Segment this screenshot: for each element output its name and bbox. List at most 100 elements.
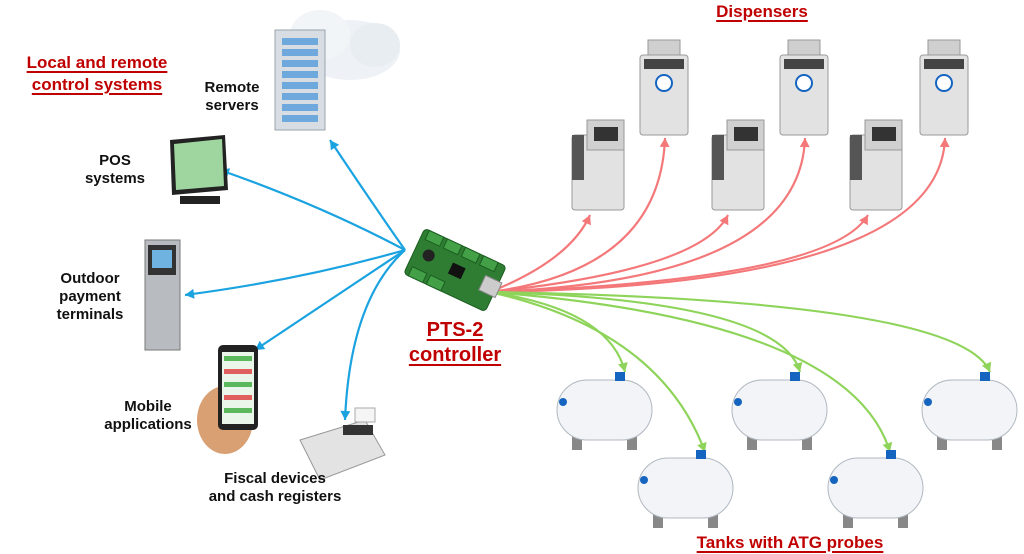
tank-body bbox=[556, 379, 653, 441]
tank-body bbox=[827, 457, 924, 519]
system-link bbox=[329, 139, 406, 251]
payment-kiosk-icon bbox=[144, 239, 181, 351]
terminal-block bbox=[407, 266, 428, 284]
arrowhead bbox=[340, 410, 351, 420]
label-line: and cash registers bbox=[208, 488, 342, 505]
register-display bbox=[343, 425, 373, 435]
link-line bbox=[489, 137, 947, 294]
terminal-block bbox=[442, 238, 463, 256]
dispenser-display bbox=[872, 127, 896, 141]
pts2-controller-board bbox=[404, 229, 506, 311]
tank-leg bbox=[747, 435, 757, 450]
terminal-block bbox=[425, 274, 446, 292]
nozzle-holder bbox=[850, 135, 862, 180]
arrowhead bbox=[792, 361, 803, 372]
arrowhead bbox=[939, 138, 950, 148]
link-line bbox=[489, 214, 592, 294]
label-line: Outdoor bbox=[60, 270, 120, 287]
terminal-block bbox=[478, 255, 499, 273]
link-line bbox=[489, 290, 992, 373]
dispenser-link bbox=[489, 137, 950, 294]
phone-screen bbox=[222, 352, 254, 424]
link-line bbox=[254, 249, 406, 351]
fuel-dispenser-icon bbox=[849, 119, 903, 211]
tank-valve bbox=[640, 476, 648, 484]
system-link bbox=[254, 249, 406, 351]
screen-row bbox=[224, 356, 252, 361]
nozzle-holder bbox=[712, 135, 724, 180]
tank-link bbox=[489, 290, 707, 453]
link-line bbox=[489, 137, 807, 294]
tank-leg bbox=[627, 435, 637, 450]
dispenser-top bbox=[647, 39, 681, 56]
tank-body bbox=[731, 379, 828, 441]
dispenser-display bbox=[784, 59, 824, 69]
heading-line: Local and remote bbox=[26, 53, 168, 72]
fuel-dispenser-icon bbox=[779, 39, 829, 136]
heading-line: control systems bbox=[31, 75, 163, 94]
tank-leg bbox=[572, 435, 582, 450]
link-line bbox=[489, 290, 892, 453]
smartphone-icon bbox=[197, 345, 258, 454]
server-bay bbox=[282, 38, 318, 45]
fuel-dispenser-icon bbox=[571, 119, 625, 211]
dispenser-display bbox=[644, 59, 684, 69]
arrowhead bbox=[255, 340, 266, 350]
label-line: systems bbox=[84, 170, 146, 187]
dispenser-link bbox=[489, 214, 592, 294]
arrowhead bbox=[882, 441, 893, 452]
cash-register-icon bbox=[299, 407, 386, 481]
link-line bbox=[184, 248, 406, 297]
receipt-paper bbox=[354, 407, 376, 423]
arrowhead bbox=[981, 361, 992, 372]
screen-row bbox=[224, 408, 252, 413]
heading-dispensers: Dispensers bbox=[716, 2, 808, 21]
arrowhead bbox=[659, 138, 670, 148]
screen-row bbox=[224, 369, 252, 374]
nozzle-holder bbox=[572, 135, 584, 180]
server-bay bbox=[282, 82, 318, 89]
tank-leg bbox=[937, 435, 947, 450]
label-line: terminals bbox=[56, 306, 124, 323]
tank-link bbox=[489, 290, 628, 373]
atg-probe bbox=[696, 450, 706, 459]
storage-tank-icon bbox=[921, 372, 1018, 450]
arrowhead bbox=[799, 138, 810, 148]
dispenser-link bbox=[489, 214, 729, 294]
tank-body bbox=[637, 457, 734, 519]
dispenser-display bbox=[594, 127, 618, 141]
pos-screen bbox=[174, 139, 224, 190]
link-line bbox=[489, 137, 667, 294]
tank-leg bbox=[898, 513, 908, 528]
terminal-block bbox=[424, 229, 445, 247]
arrowhead bbox=[581, 215, 591, 226]
link-line bbox=[219, 168, 406, 251]
dispenser-display bbox=[734, 127, 758, 141]
link-line bbox=[489, 290, 627, 373]
dispenser-link bbox=[489, 137, 810, 294]
tank-leg bbox=[802, 435, 812, 450]
terminal-block bbox=[460, 246, 481, 264]
storage-tank-icon bbox=[827, 450, 924, 528]
server-bay bbox=[282, 60, 318, 67]
heading-line: controller bbox=[408, 344, 502, 366]
label-line: Fiscal devices bbox=[224, 470, 326, 487]
label-line: servers bbox=[205, 97, 259, 114]
tank-valve bbox=[924, 398, 932, 406]
heading-line: PTS-2 bbox=[426, 319, 484, 341]
arrowhead bbox=[697, 441, 707, 452]
system-link bbox=[184, 248, 406, 299]
server-cloud-icon bbox=[274, 10, 400, 131]
arrowhead bbox=[618, 362, 628, 372]
link-line bbox=[489, 214, 869, 294]
tank-link bbox=[489, 290, 893, 453]
atg-probe bbox=[886, 450, 896, 459]
kiosk-display bbox=[152, 250, 172, 268]
label-line: Mobile bbox=[124, 398, 172, 415]
